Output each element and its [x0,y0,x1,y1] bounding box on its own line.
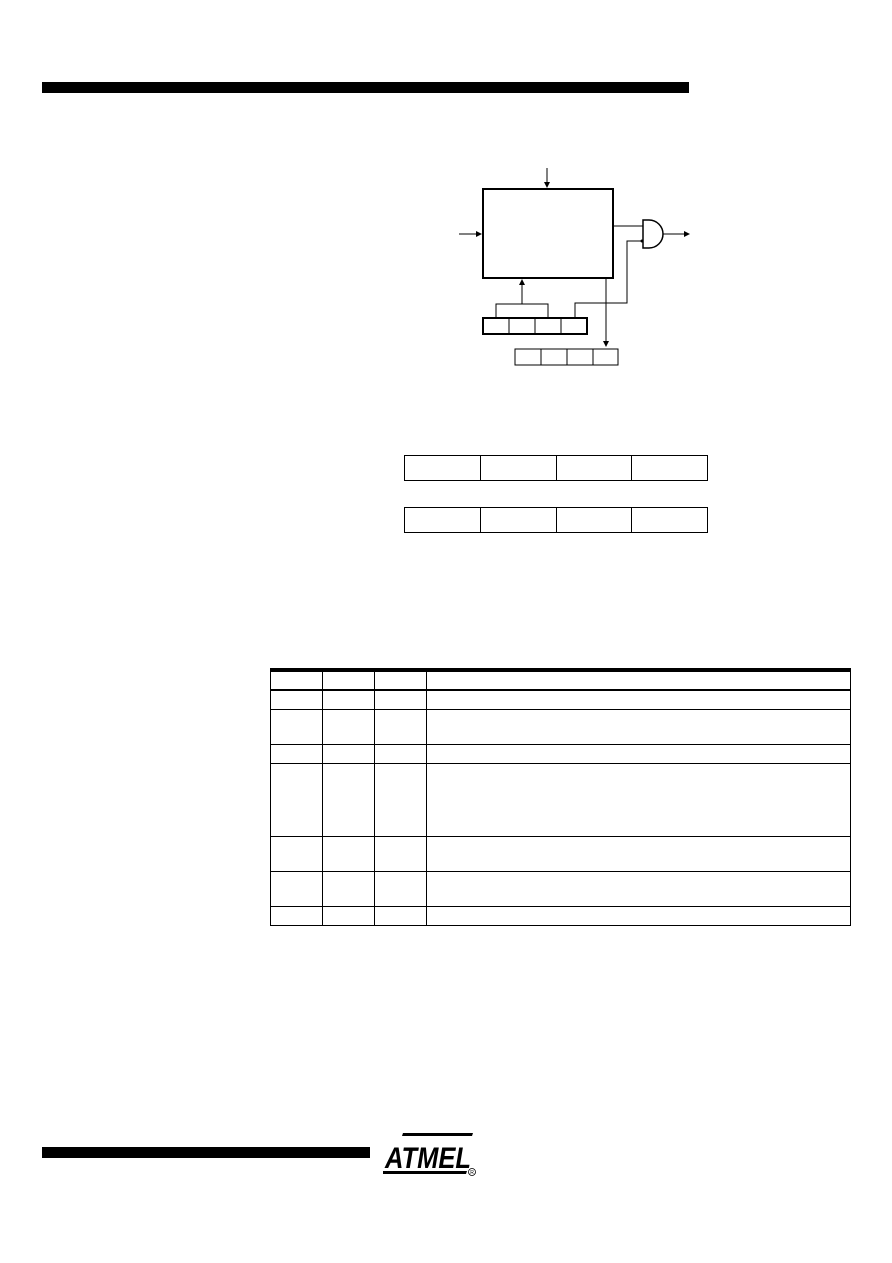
table-cell [426,762,851,837]
table-row [270,835,851,872]
table-header-cell [322,668,375,691]
bit-cell [405,456,480,480]
table-row [270,689,851,710]
table-cell [322,905,375,926]
and-gate [642,219,664,249]
table-cell [270,905,323,926]
bit-cell [631,456,707,480]
table-cell [426,905,851,926]
table-cell [270,689,323,710]
table-cell [322,708,375,745]
table-cell [426,743,851,764]
atmel-logo: ATMEL R [383,1133,476,1176]
table-cell [270,708,323,745]
bit-cell [555,508,632,532]
bit-cell [631,508,707,532]
table-cell [322,689,375,710]
table-cell [270,743,323,764]
header-rule [42,82,689,93]
block-diagram [459,168,690,366]
table-header-cell [270,668,323,691]
register-bit-row [404,507,708,533]
table-cell [322,762,375,837]
table-cell [270,762,323,837]
register-bit-row [404,455,708,481]
description-table [270,668,851,926]
table-cell [426,689,851,710]
table-row [270,762,851,837]
svg-text:ATMEL: ATMEL [384,1142,471,1175]
status-register [514,348,619,366]
table-cell [322,743,375,764]
main-block [482,188,614,279]
bit-cell [479,456,556,480]
table-header-row [270,668,851,691]
bit-cell [555,456,632,480]
table-header-cell [426,668,851,691]
svg-text:R: R [470,1170,474,1176]
table-cell [322,870,375,907]
bit-cell [405,508,480,532]
table-cell [374,689,427,710]
table-row [270,743,851,764]
table-cell [270,870,323,907]
table-cell [322,835,375,872]
table-row [270,708,851,745]
table-cell [426,835,851,872]
table-cell [374,762,427,837]
control-register [482,317,588,335]
table-cell [374,870,427,907]
table-cell [270,835,323,872]
table-header-cell [374,668,427,691]
footer-rule [42,1147,370,1158]
table-cell [374,743,427,764]
table-cell [426,870,851,907]
table-cell [426,708,851,745]
table-row [270,905,851,926]
bit-cell [479,508,556,532]
table-cell [374,708,427,745]
table-cell [374,835,427,872]
table-row [270,870,851,907]
table-cell [374,905,427,926]
